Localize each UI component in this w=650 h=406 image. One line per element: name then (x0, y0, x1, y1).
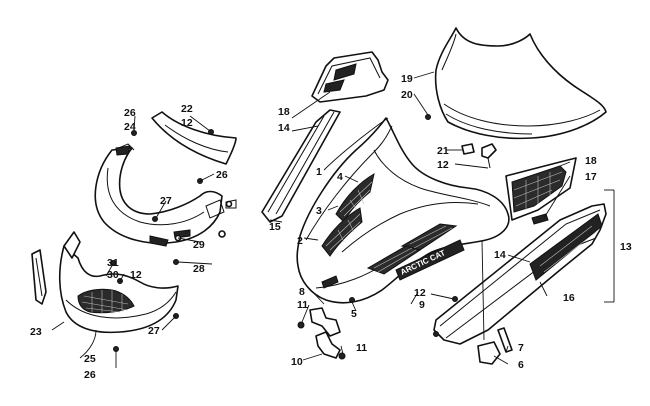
callout-17: 17 (585, 171, 597, 183)
callout-13: 13 (620, 241, 632, 253)
callout-24: 23 (30, 326, 42, 338)
callout-21: 21 (437, 145, 449, 157)
callout-6: 6 (518, 359, 524, 371)
callout-11: 11 (297, 299, 308, 311)
callout-18: 18 (278, 106, 290, 118)
callout-26: 26 (84, 369, 96, 381)
callout-10: 10 (291, 356, 303, 368)
main-hood (296, 117, 510, 304)
bracket-8 (309, 307, 341, 337)
callout-labels: 26 24 22 12 26 27 29 28 31 30 12 23 25 2… (30, 73, 632, 381)
callout-3: 3 (316, 205, 322, 217)
belly-pan (58, 245, 179, 334)
callout-1: 1 (316, 166, 322, 178)
callout-20: 20 (401, 89, 413, 101)
lower-nose-assembly (31, 111, 237, 352)
side-rail-logo (529, 213, 603, 281)
hood-vent-3 (321, 207, 363, 257)
callout-22: 22 (181, 103, 193, 115)
side-vent-lower (366, 245, 422, 275)
fastener-21 (461, 143, 475, 155)
callout-26: 26 (216, 169, 228, 181)
side-rail-16 (433, 203, 607, 345)
callout-31: 31 (107, 257, 119, 269)
side-rail-14 (261, 109, 341, 223)
hood-logo-strip (395, 239, 465, 281)
callout-12: 12 (130, 269, 142, 281)
callout-14: 14 (278, 122, 290, 134)
callout-9: 9 (419, 299, 425, 311)
bracket-hardware (297, 297, 355, 360)
callout-29: 29 (193, 239, 205, 251)
callout-12: 12 (181, 117, 193, 129)
bracket-10 (315, 331, 341, 359)
windshield-assembly (425, 27, 607, 365)
callout-25: 25 (84, 353, 96, 365)
callout-26: 26 (124, 107, 136, 119)
callout-12: 12 (414, 287, 426, 299)
callout-7: 7 (518, 342, 524, 354)
callout-27: 27 (148, 325, 160, 337)
callout-11: 11 (356, 342, 367, 354)
bumper-shell (94, 147, 223, 244)
callout-19: 19 (401, 73, 413, 85)
callout-28: 28 (193, 263, 205, 275)
clip-6 (477, 341, 501, 365)
callout-30: 30 (107, 269, 119, 281)
callout-23: 24 (124, 121, 136, 133)
leader-lines (51, 71, 615, 368)
callout-27: 27 (160, 195, 172, 207)
callout-2: 2 (297, 235, 303, 247)
trim-piece-18 (311, 51, 389, 103)
bolt-7 (497, 327, 513, 353)
callout-18: 18 (585, 155, 597, 167)
callout-16: 16 (563, 292, 575, 304)
callout-8: 8 (299, 286, 305, 298)
callout-14: 14 (494, 249, 506, 261)
callout-5: 5 (351, 308, 357, 320)
callout-15: 15 (269, 221, 281, 233)
hood-assembly: ARCTIC CAT (261, 51, 510, 304)
callout-12: 12 (437, 159, 449, 171)
hood-panel-22 (151, 111, 237, 165)
callout-4: 4 (337, 171, 343, 183)
